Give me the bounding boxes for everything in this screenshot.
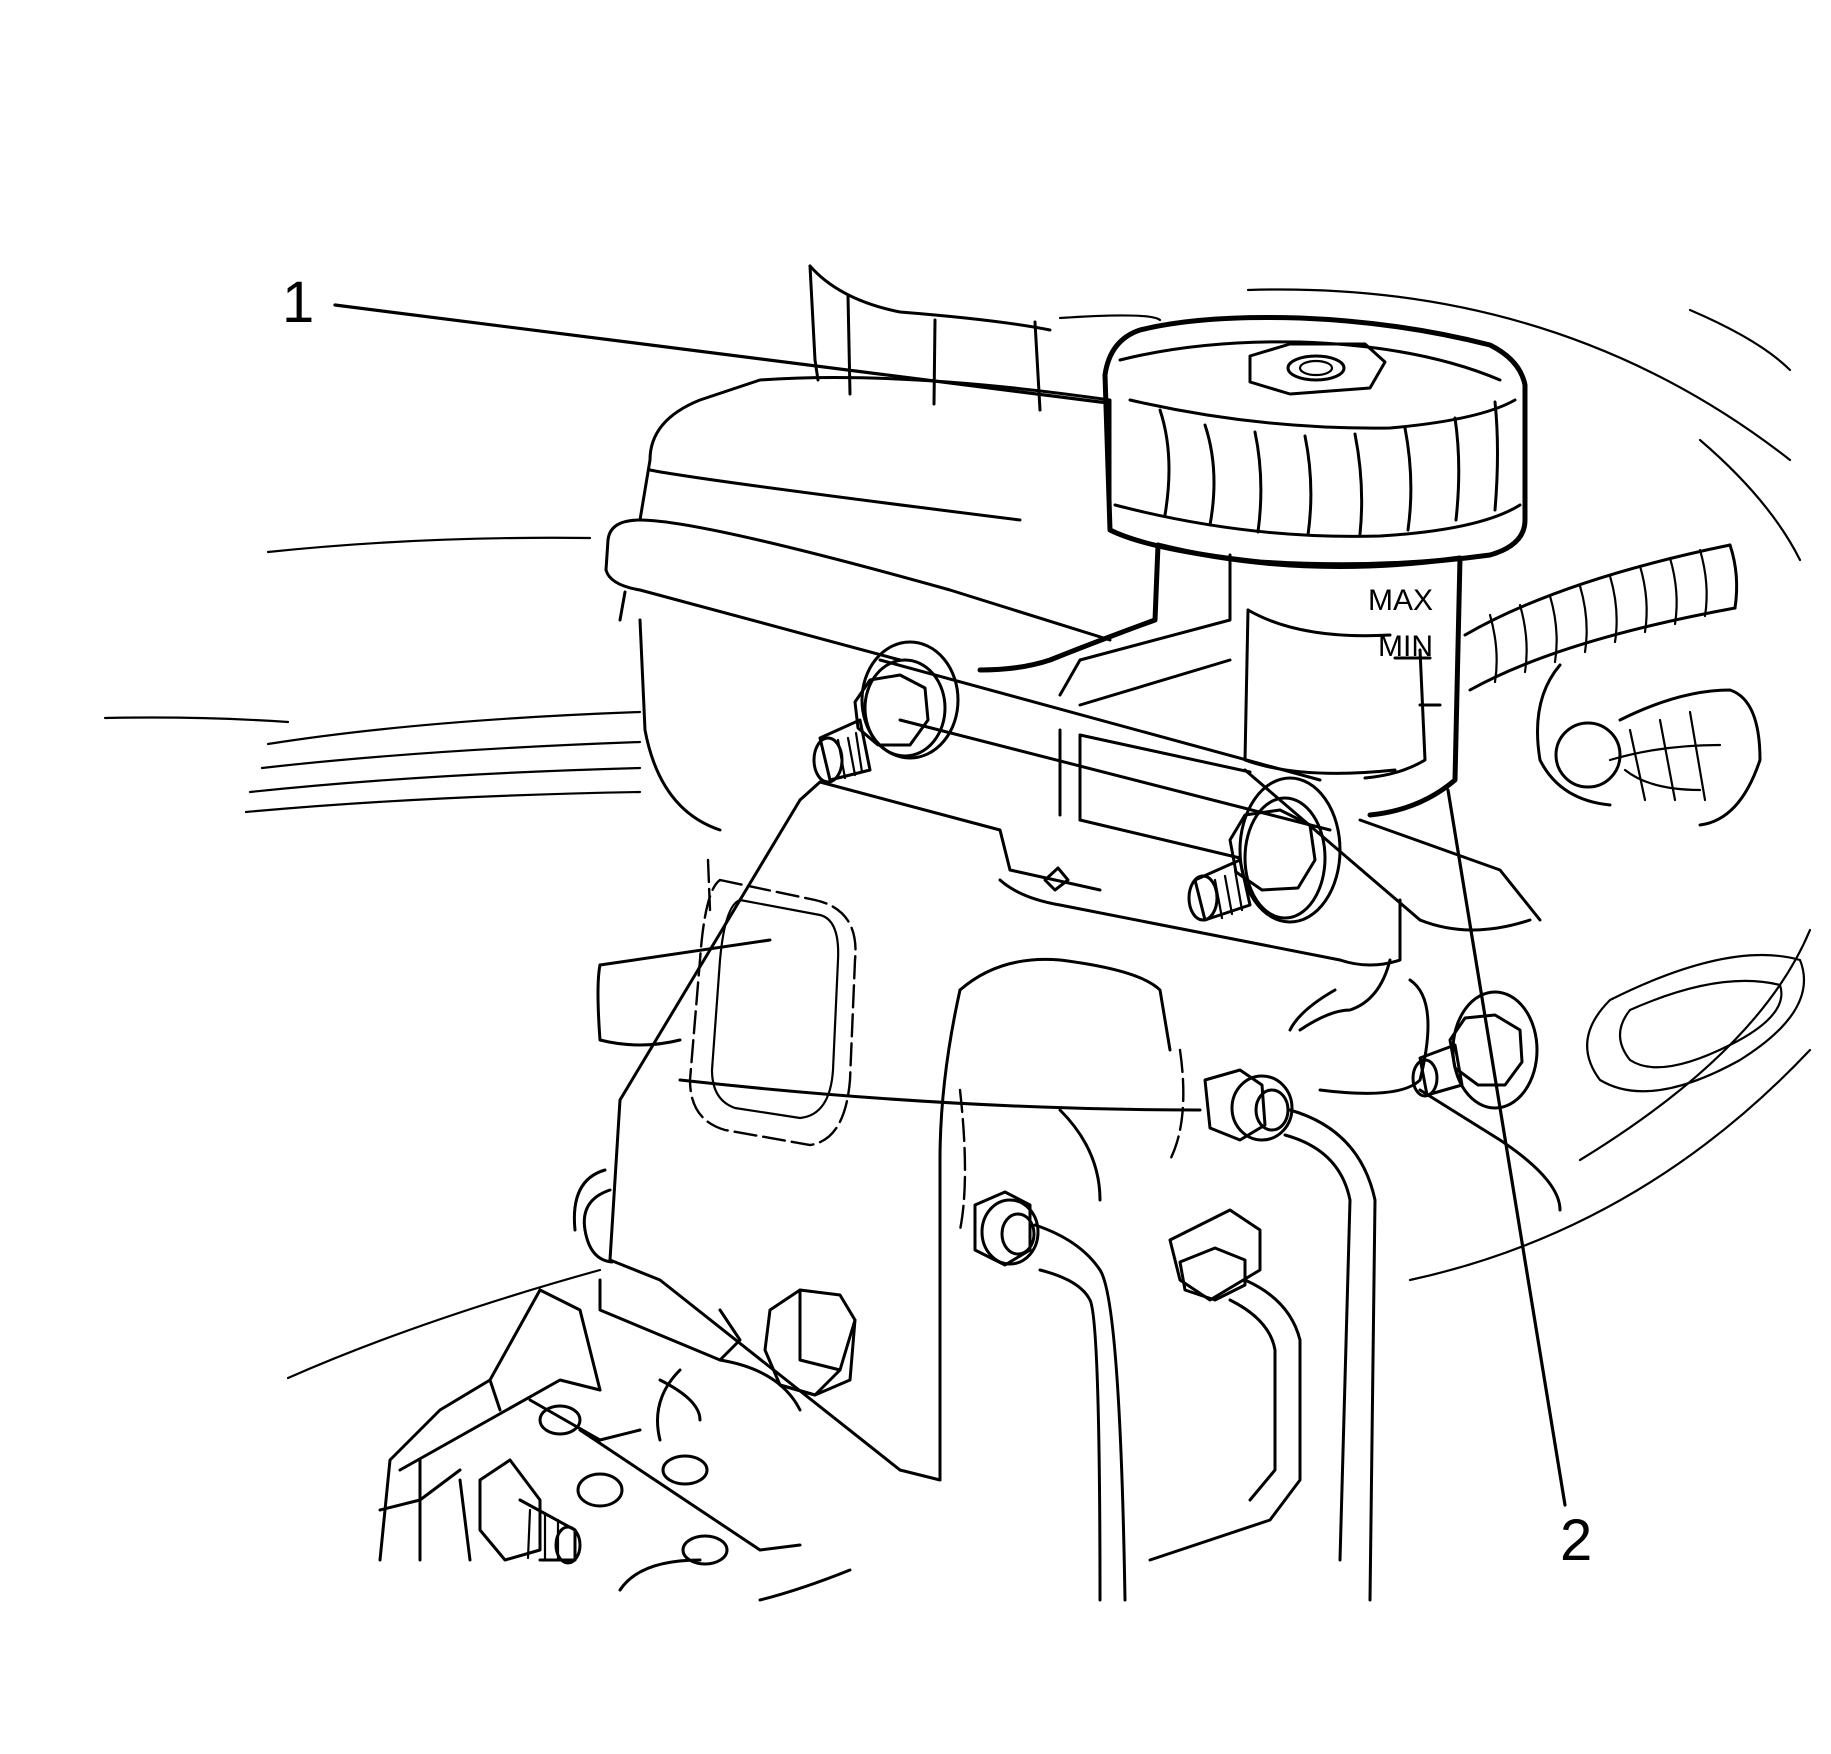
- hose-clamp-fitting: [1536, 663, 1762, 827]
- leader-lines: [333, 303, 1567, 1507]
- bracket-bolt: [763, 1288, 857, 1397]
- leader-line-2: [1446, 788, 1567, 1507]
- brake-booster: [1246, 288, 1812, 1282]
- flange-nut-upper-left: [812, 640, 960, 784]
- brake-line-fitting-center: [1203, 1068, 1294, 1142]
- brake-hose: [1463, 543, 1739, 692]
- brake-lines: [1033, 1108, 1377, 1602]
- fluid-reservoir: MAX MIN: [977, 542, 1463, 818]
- leader-line-1: [333, 303, 1110, 405]
- reservoir-cap: [1102, 315, 1528, 568]
- brake-line-fitting-right: [1168, 1208, 1262, 1302]
- master-cylinder-body: [596, 376, 1562, 1212]
- lower-casting: [378, 1288, 852, 1602]
- max-level-mark: MAX: [1368, 584, 1433, 617]
- flange-nut-lower-right: [1411, 990, 1539, 1110]
- min-level-mark: MIN: [1378, 630, 1433, 663]
- mounting-flange: [878, 553, 1542, 1032]
- callout-1: 1: [282, 270, 314, 335]
- flange-nut-center: [1187, 776, 1342, 924]
- callout-2: 2: [1560, 1508, 1592, 1573]
- casting-bolt: [478, 1458, 582, 1565]
- mounting-bracket: [572, 780, 1185, 1482]
- engine-bay-lines-left: [103, 536, 642, 1380]
- brake-line-fitting-left: [973, 1190, 1040, 1267]
